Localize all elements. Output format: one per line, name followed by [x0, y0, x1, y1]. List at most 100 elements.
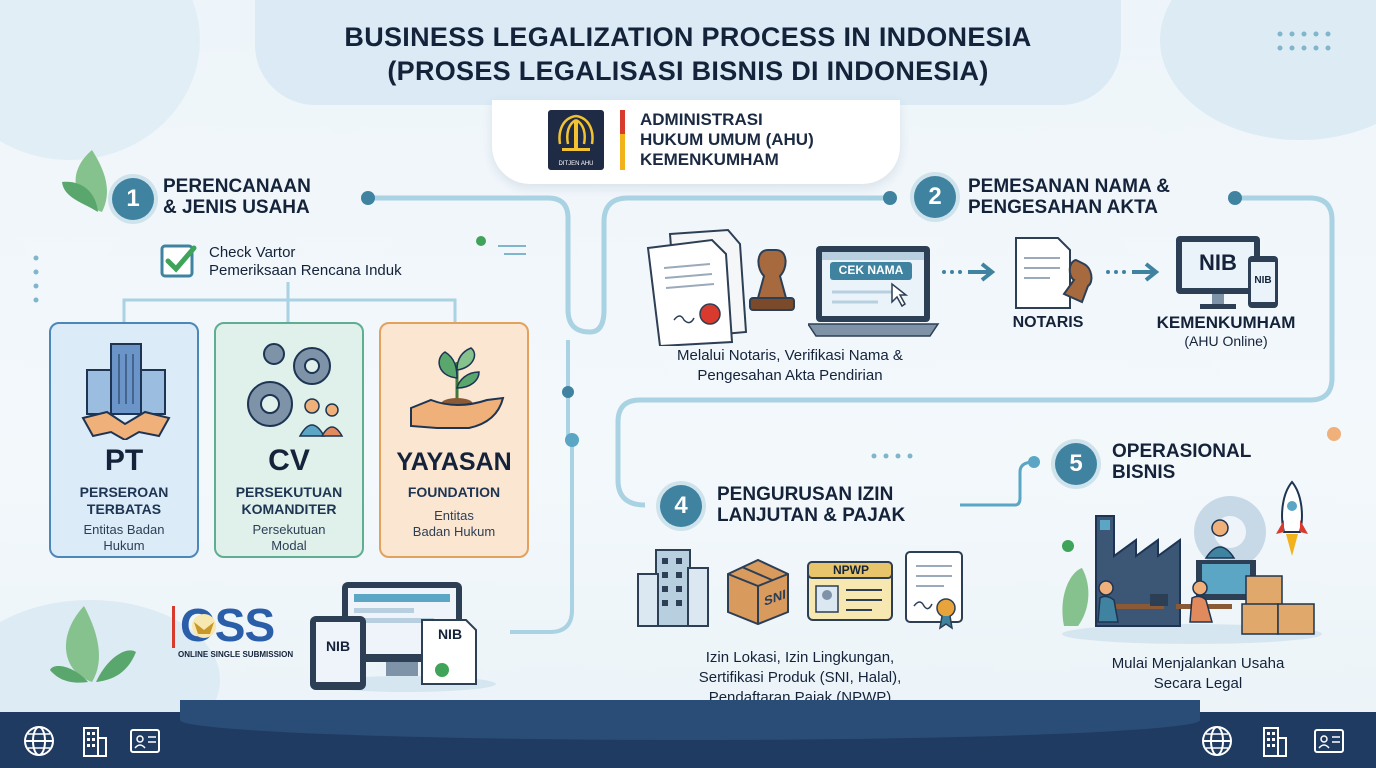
cv-desc-1: Persekutuan: [252, 522, 326, 537]
step2-caption: Melalui Notaris, Verifikasi Nama & Penge…: [640, 346, 940, 386]
id-card-icon: [1314, 729, 1344, 753]
pt-desc-1: Entitas Badan: [83, 522, 165, 537]
step5-title: OPERASIONAL BISNIS: [1112, 441, 1251, 483]
ahu-logo: DITJEN AHU: [548, 110, 604, 170]
pt-subtitle: PERSEROAN TERBATAS: [51, 484, 197, 518]
laptop-check-name-icon: [808, 246, 940, 337]
leaf-decoration-icon: [62, 150, 107, 212]
cek-nama-label: CEK NAMA: [838, 263, 904, 277]
step2-caption-1: Melalui Notaris, Verifikasi Nama &: [677, 347, 903, 364]
step2-title-line-2: PENGESAHAN AKTA: [968, 197, 1159, 218]
step4-caption: Izin Lokasi, Izin Lingkungan, Sertifikas…: [650, 648, 950, 708]
globe-icon: [24, 726, 54, 756]
nib-tablet-text: NIB: [325, 638, 351, 654]
cv-subtitle-2: KOMANDITER: [241, 501, 337, 517]
dots-decoration: [1277, 31, 1331, 51]
hand-plant-icon: [410, 347, 505, 429]
pt-subtitle-1: PERSEROAN: [79, 484, 169, 500]
accent-decoration: [1327, 427, 1341, 441]
building-handshake-icon: [81, 343, 171, 440]
kemenkumham-label: KEMENKUMHAM: [1156, 313, 1296, 332]
step4-title-line-2: LANJUTAN & PAJAK: [717, 505, 906, 526]
yayasan-desc-1: Entitas: [434, 508, 474, 523]
connector-node: [565, 433, 579, 447]
notary-document-stamp-icon: [1015, 237, 1093, 309]
step4-caption-2: Sertifikasi Produk (SNI, Halal),: [698, 669, 902, 686]
ahu-label: ADMINISTRASI HUKUM UMUM (AHU) KEMENKUMHA…: [640, 110, 814, 170]
step4-caption-1: Izin Lokasi, Izin Lingkungan,: [705, 649, 895, 666]
connector-node: [562, 386, 574, 398]
office-building-icon: [637, 549, 709, 627]
entity-card-yayasan: YAYASAN FOUNDATION Entitas Badan Hukum: [379, 322, 529, 558]
accent-decoration: [476, 236, 526, 255]
ahu-badge: DITJEN AHU ADMINISTRASI HUKUM UMUM (AHU)…: [492, 100, 900, 184]
check-line-1: Check Vartor: [209, 244, 296, 261]
oss-subtitle: ONLINE SINGLE SUBMISSION: [178, 650, 294, 659]
arrow-right-icon: [942, 262, 996, 282]
connector-2-to-4: [615, 195, 1335, 508]
yayasan-subtitle-1: FOUNDATION: [407, 484, 501, 500]
pt-desc-2: Hukum: [103, 538, 145, 553]
entity-card-cv: CV PERSEKUTUAN KOMANDITER Persekutuan Mo…: [214, 322, 364, 558]
cv-title: CV: [268, 444, 310, 477]
leaf-decoration-icon: [50, 606, 136, 683]
step5-caption-2: Secara Legal: [1153, 675, 1243, 692]
cv-subtitle: PERSEKUTUAN KOMANDITER: [216, 484, 362, 518]
step4-title-line-1: PENGURUSAN IZIN: [717, 484, 894, 505]
ahu-logo-text: DITJEN AHU: [558, 161, 594, 167]
step4-number-badge: 4: [660, 485, 702, 527]
oss-devices-icon: [310, 582, 496, 692]
step1-title-line-1: PERENCANAAN: [163, 176, 311, 197]
monitor-phone-icon: [1176, 236, 1278, 309]
step1-title-line-2: & JENIS USAHA: [163, 197, 310, 218]
npwp-label: NPWP: [833, 563, 869, 577]
checkbox-checked-icon: [160, 244, 197, 278]
footer-wave: [180, 700, 1200, 740]
ahu-line-3: KEMENKUMHAM: [640, 150, 779, 169]
entity-card-pt: PT PERSEROAN TERBATAS Entitas Badan Huku…: [49, 322, 199, 558]
arrow-right-icon: [1106, 262, 1160, 282]
garuda-emblem-icon: [192, 614, 216, 638]
page-title: BUSINESS LEGALIZATION PROCESS IN INDONES…: [230, 20, 1146, 88]
pt-subtitle-2: TERBATAS: [86, 501, 162, 517]
npwp-card-icon: [807, 561, 893, 621]
cv-desc-2: Modal: [271, 538, 307, 553]
pt-description: Entitas Badan Hukum: [51, 522, 197, 554]
connector-4-to-5: [960, 460, 1035, 507]
step1-check-text: Check Vartor Pemeriksaan Rencana Induk: [209, 244, 402, 280]
cv-subtitle-1: PERSEKUTUAN: [235, 484, 343, 500]
connector-node: [1228, 191, 1242, 205]
step1-title: PERENCANAAN & JENIS USAHA: [163, 176, 311, 218]
yayasan-subtitle: FOUNDATION: [381, 484, 527, 501]
id-card-icon: [130, 729, 160, 753]
step2-title-line-1: PEMESANAN NAMA &: [968, 176, 1170, 197]
accent-decoration: [1062, 540, 1074, 552]
nib-monitor-text: NIB: [1199, 250, 1237, 275]
yayasan-title: YAYASAN: [396, 448, 512, 476]
connector-1-to-2: [368, 195, 895, 335]
header-background: [255, 0, 1121, 105]
yayasan-description: Entitas Badan Hukum: [381, 508, 527, 540]
pt-title: PT: [104, 444, 144, 477]
sni-box-icon: [727, 558, 789, 626]
step2-caption-2: Pengesahan Akta Pendirian: [697, 367, 883, 384]
nib-doc-text: NIB: [437, 626, 463, 642]
connector-node: [1028, 456, 1040, 468]
ahu-line-1: ADMINISTRASI: [640, 110, 763, 129]
step5-title-line-2: BISNIS: [1112, 462, 1176, 483]
cv-description: Persekutuan Modal: [216, 522, 362, 554]
check-line-2: Pemeriksaan Rencana Induk: [209, 262, 402, 279]
certificate-icon: [905, 551, 963, 630]
step2-title: PEMESANAN NAMA & PENGESAHAN AKTA: [968, 176, 1170, 218]
notaris-label: NOTARIS: [1012, 314, 1084, 331]
connector-node: [883, 191, 897, 205]
ahu-line-2: HUKUM UMUM (AHU): [640, 130, 814, 149]
yayasan-desc-2: Badan Hukum: [412, 524, 496, 539]
dots-decoration: [871, 453, 913, 459]
step5-number-badge: 5: [1055, 443, 1097, 485]
step5-caption: Mulai Menjalankan Usaha Secara Legal: [1066, 654, 1330, 694]
connector-node: [361, 191, 375, 205]
building-icon: [1263, 727, 1287, 757]
oss-logo: OSS ONLINE SINGLE SUBMISSION: [172, 599, 302, 660]
